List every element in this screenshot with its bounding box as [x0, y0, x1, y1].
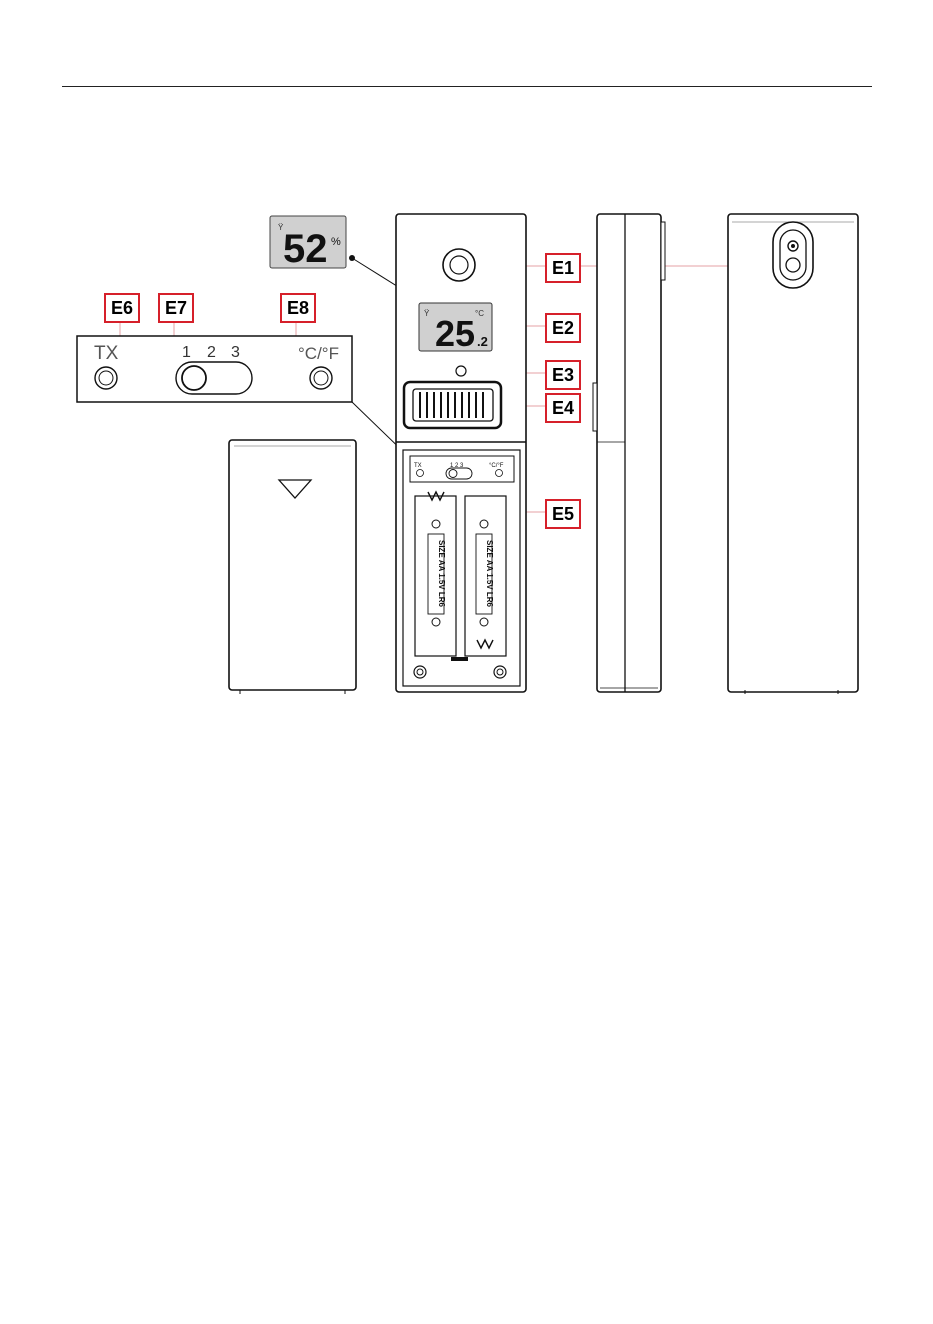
- svg-text:Ÿ: Ÿ: [424, 309, 430, 318]
- humidity-value: 52: [283, 227, 328, 271]
- temperature-unit: °C: [475, 309, 484, 318]
- device-back-view: [728, 214, 858, 694]
- callout-e3: E3: [545, 360, 581, 390]
- small-unit-label: °C/°F: [489, 463, 504, 469]
- tx-label: TX: [94, 343, 119, 364]
- battery-cover: [229, 440, 356, 694]
- channel-2-label: 2: [207, 344, 216, 361]
- switch-panel-enlarged: TX 1 2 3 °C/°F: [77, 336, 352, 402]
- temperature-main: 25: [435, 313, 475, 354]
- channel-3-label: 3: [231, 344, 240, 361]
- unit-toggle-label: °C/°F: [298, 344, 339, 363]
- channel-1-label: 1: [182, 344, 191, 361]
- small-tx-label: TX: [414, 463, 422, 469]
- callout-e4: E4: [545, 393, 581, 423]
- device-side-view: [593, 214, 665, 692]
- humidity-unit: %: [331, 236, 341, 248]
- callout-e2: E2: [545, 313, 581, 343]
- humidity-display: Ÿ 52 %: [270, 216, 346, 271]
- battery-label-left: SIZE AA 1.5V LR6: [437, 540, 446, 608]
- callout-e6: E6: [104, 293, 140, 323]
- battery-label-right: SIZE AA 1.5V LR6: [485, 540, 494, 608]
- callout-e5: E5: [545, 499, 581, 529]
- small-channel-label: 1 2 3: [450, 463, 464, 469]
- callout-e7: E7: [158, 293, 194, 323]
- callout-e8: E8: [280, 293, 316, 323]
- callout-e1: E1: [545, 253, 581, 283]
- device-front-view: Ÿ 25 .2 °C TX 1 2 3 °C/°F: [396, 214, 526, 692]
- temperature-decimal: .2: [477, 334, 488, 349]
